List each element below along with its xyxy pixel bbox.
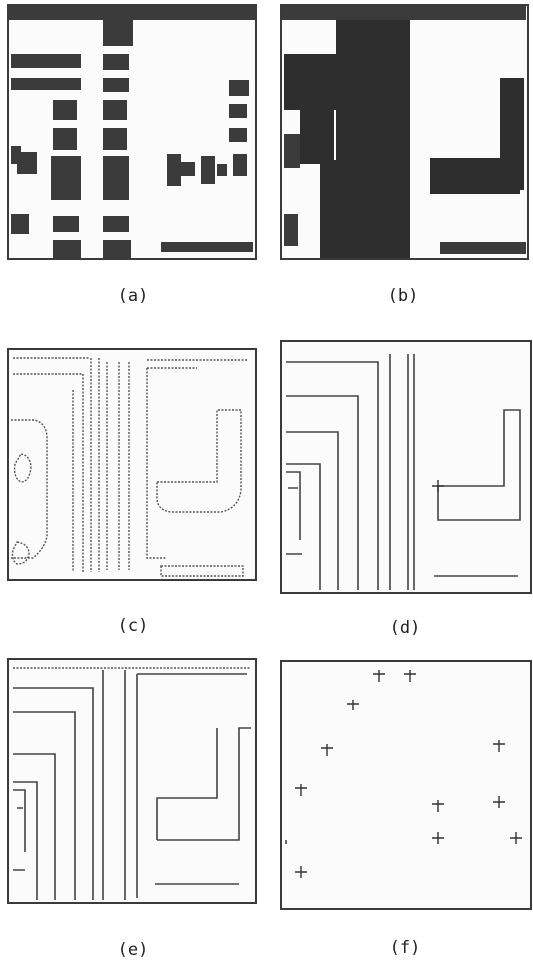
panel-b-caption: (b) xyxy=(387,286,419,306)
panel-a-caption: (a) xyxy=(117,286,149,306)
panel-e-image xyxy=(7,658,257,904)
panel-d-image xyxy=(280,340,532,594)
panel-e-caption: (e) xyxy=(117,940,149,960)
panel-d-caption: (d) xyxy=(389,618,421,638)
panel-f-caption: (f) xyxy=(389,938,421,958)
panel-c-caption: (c) xyxy=(117,616,149,636)
panel-b-image xyxy=(280,4,529,260)
panel-a-image xyxy=(7,4,257,260)
panel-c-image xyxy=(7,348,257,581)
panel-f-image xyxy=(280,660,532,910)
